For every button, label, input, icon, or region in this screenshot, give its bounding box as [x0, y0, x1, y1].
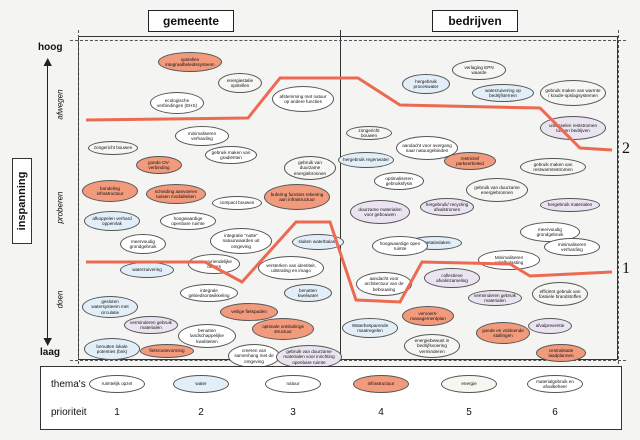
priority-line-1 — [86, 220, 613, 304]
axis-arrow-line — [47, 62, 48, 342]
measure-oval: zongericht bouwen — [346, 126, 392, 140]
measure-oval: hoogwaardige openbare ruimte — [160, 212, 216, 230]
measure-oval: opstellen integraalbeleidssysteem — [158, 52, 222, 72]
axis-top-label: hoog — [38, 42, 63, 53]
legend-themes-label: thema's — [51, 379, 86, 390]
legend-theme-oval: energie — [441, 375, 497, 393]
measure-oval: hoogwaardige open ruimte — [372, 236, 428, 256]
measure-oval: efficiënt gebruik van fossiele brandstof… — [532, 282, 588, 306]
legend-theme-oval: materialgebruik en afvalbeheer — [527, 375, 583, 393]
measure-oval: afvalpreventie — [528, 318, 572, 334]
measure-oval: benutten lokale potenties (bnk) — [84, 338, 140, 360]
measure-oval: Waterbesparende maatregelen — [342, 318, 398, 338]
measure-oval: afstemming met natuur op andere functies — [272, 86, 334, 112]
measure-oval: gebruik van duurzame energiebronnen — [466, 178, 528, 202]
measure-oval: gebruik maken van restwarmtestromen — [520, 158, 586, 176]
legend-priority-number: 2 — [198, 407, 204, 418]
measure-oval: benutten landschappelijke kwaliteiten — [178, 324, 236, 348]
measure-oval: afkoppelen verhard oppervlak — [84, 211, 140, 231]
header-gemeente: gemeente — [148, 10, 234, 32]
measure-oval: scheiding aanvoeren tussen modaliteiten — [146, 184, 206, 204]
measure-oval: duurzame materialen voor gebouwen — [350, 200, 410, 224]
measure-oval: energiebewust in bedrijfsvoering vermind… — [404, 334, 460, 358]
legend-priority-number: 3 — [290, 407, 296, 418]
measure-oval: waterzuivering — [120, 262, 174, 278]
measure-oval: bufering functies rekening aan infrastru… — [264, 184, 330, 210]
measure-oval: collectieve afvalinzameling — [424, 268, 480, 288]
legend-theme-oval: natuur — [265, 375, 321, 393]
measure-oval: gebruik van duurzame energiebronnen — [284, 156, 336, 180]
measure-oval: minimaliseren verharding — [544, 238, 600, 256]
measure-oval: hergebruik proceswater — [402, 74, 450, 94]
measure-oval: goede OV-verbinding — [136, 156, 182, 174]
axis-bottom-label: laag — [40, 347, 61, 358]
measure-oval: waterzuivering op bedrijfsterrein — [472, 84, 534, 102]
legend-priority-number: 4 — [378, 407, 384, 418]
measure-oval: restrictief parkeerbeleid — [444, 152, 496, 170]
priority-line-2-label: 2 — [622, 140, 630, 157]
top-dashed-border — [70, 40, 626, 41]
measure-oval: vervoers-managementplan — [402, 306, 454, 326]
axis-title-box: inspanning — [12, 158, 32, 244]
measure-oval: meervoudig grondgebruik — [120, 234, 166, 254]
measure-oval: gesloten watersysteem met circulatie — [82, 296, 138, 318]
measure-oval: sluiten waterbalans — [292, 234, 344, 250]
measure-oval: hergebruik regenwater — [338, 152, 394, 168]
legend-box: thema's prioriteit ruimtelijk opzet 1 wate… — [40, 366, 622, 430]
legend-priority-number: 6 — [552, 407, 558, 418]
legend-priority-number: 5 — [466, 407, 472, 418]
right-dashed-border — [618, 30, 619, 364]
measure-oval: verlaging EPN waarde — [452, 60, 506, 80]
measure-oval: verminderen gebruik materialen — [468, 290, 522, 306]
legend-theme-oval: infrastructuur — [353, 375, 409, 393]
measure-oval: creëren van samenhang met de omgeving — [228, 344, 280, 368]
measure-oval: benutten kwelwater — [284, 284, 332, 302]
priority-line-2 — [85, 76, 613, 152]
measure-oval: hergebruik materialen — [540, 198, 600, 212]
measure-oval: goede en voldoende stallingen — [476, 322, 530, 344]
measure-oval: versterken van identiteit, uitstraling e… — [258, 256, 324, 280]
legend-theme-oval: water — [173, 375, 229, 393]
bottom-dashed-border — [70, 360, 626, 361]
measure-oval: optimaliseren gebruiksfysis — [374, 172, 424, 190]
measure-oval: integrale gebiedsontwikkeling — [180, 284, 238, 302]
left-dashed-border — [78, 30, 79, 364]
measure-oval: centralisatie laadplannen — [536, 344, 586, 362]
legend-priority-number: 1 — [114, 407, 120, 418]
measure-oval: bundeling infrastructuur — [82, 180, 138, 202]
header-bedrijven: bedrijven — [432, 10, 518, 32]
measure-oval: zongericht bouwen — [88, 141, 138, 155]
measure-oval: fietsroutevorming — [140, 344, 194, 358]
measure-oval: hergebruik/ recycling afvalstromen — [420, 198, 474, 216]
priority-line-1-label: 1 — [622, 260, 630, 277]
measure-oval: gebruik van duurzame materialen voor inr… — [276, 345, 342, 369]
measure-oval: optimale ontsluitings structuur — [252, 318, 314, 340]
measure-oval: minimaliseren verharding — [175, 126, 229, 146]
measure-oval: ecologische verbindingen (EHS) — [150, 92, 204, 114]
column-divider — [340, 30, 341, 360]
measure-oval: energiestalie opstellen — [218, 73, 262, 93]
measure-oval: compact bouwen — [212, 196, 262, 210]
measure-oval: integratie "natte" natuurwaarden uit omg… — [210, 228, 272, 254]
measure-oval: aandacht voor architectuur van de bebouw… — [356, 272, 412, 296]
measure-oval: gebruik maken van gradiënten — [205, 146, 257, 164]
measure-oval: verminderen gebruik materialen — [124, 316, 178, 334]
measure-oval: veilige fietspaden — [220, 303, 278, 321]
legend-theme-oval: ruimtelijk opzet — [89, 375, 145, 393]
legend-priority-label: prioriteit — [51, 407, 87, 418]
measure-oval: gebruik maken van warmte / koude-opslags… — [540, 80, 606, 106]
